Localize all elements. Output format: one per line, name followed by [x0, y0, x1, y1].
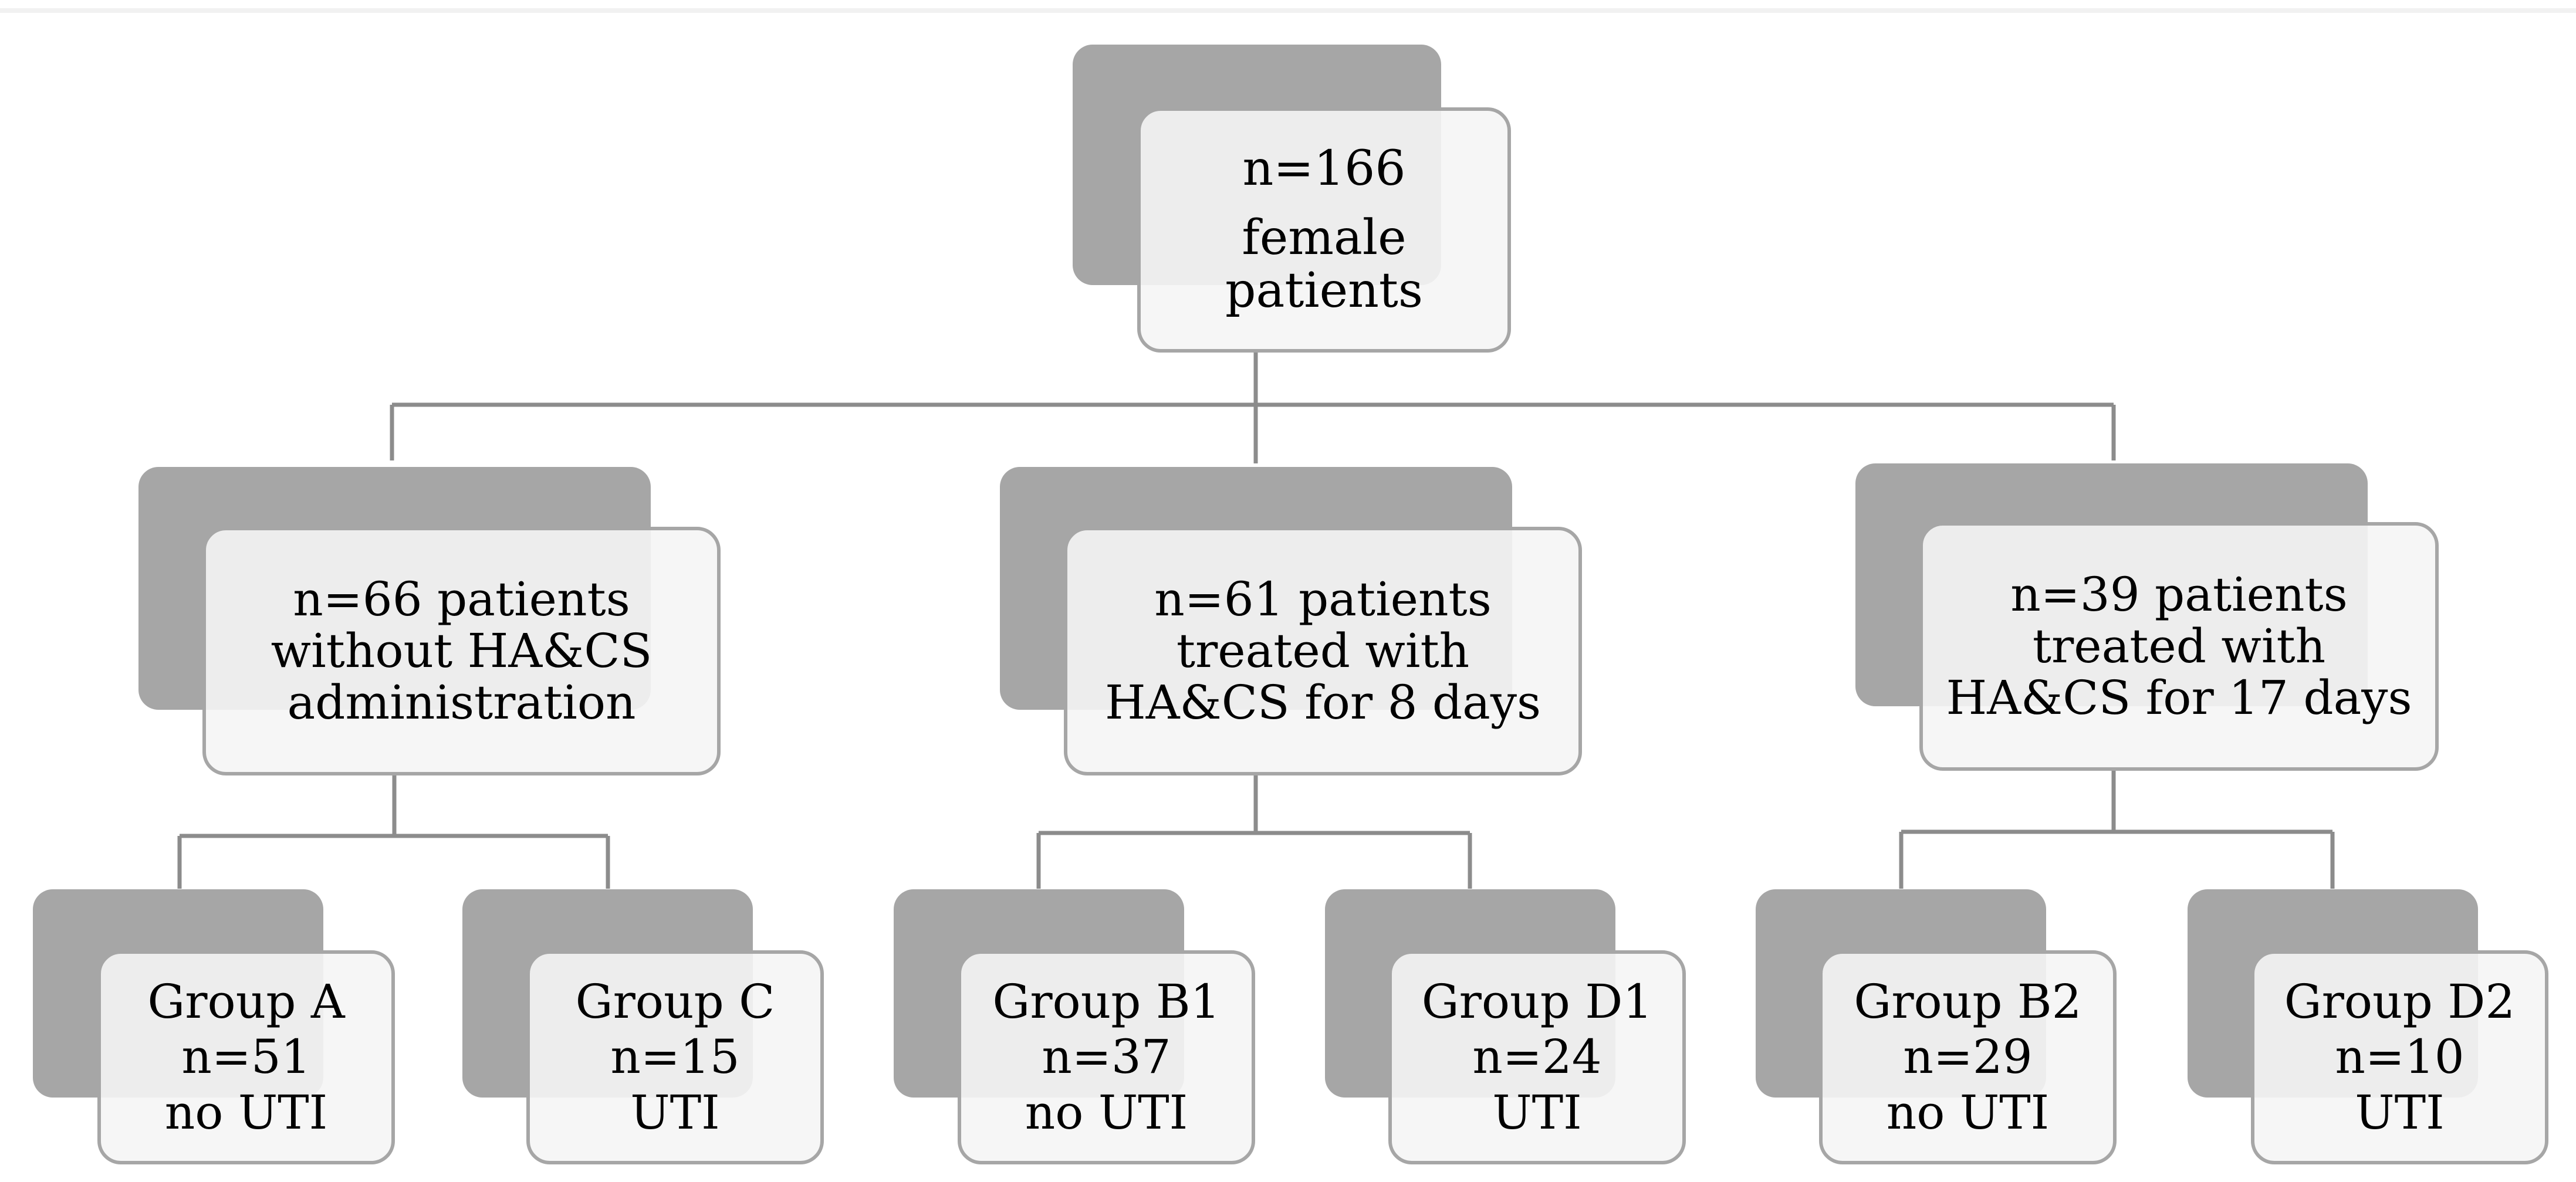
- level1-left-line-3: administration: [287, 675, 636, 730]
- group-d2-node: Group D2 n=10 UTI: [2251, 950, 2548, 1164]
- group-b2-name: Group B2: [1854, 974, 2082, 1029]
- level1-middle-line-1: n=61 patients: [1154, 572, 1492, 626]
- group-a-node: Group A n=51 no UTI: [97, 950, 395, 1164]
- group-d1-name: Group D1: [1421, 974, 1653, 1029]
- group-c-status: UTI: [630, 1085, 720, 1140]
- group-b2-node: Group B2 n=29 no UTI: [1819, 950, 2117, 1164]
- connector-middle-to-groups: [1036, 774, 1472, 889]
- group-b1-node: Group B1 n=37 no UTI: [958, 950, 1255, 1164]
- top-rule: [0, 8, 2576, 13]
- level1-node-without: n=66 patients without HA&CS administrati…: [202, 527, 721, 775]
- level1-left-line-1: n=66 patients: [293, 572, 630, 626]
- level1-node-17days: n=39 patients treated with HA&CS for 17 …: [1919, 522, 2439, 771]
- connector-left-to-groups: [177, 773, 610, 889]
- root-line-3: patients: [1225, 263, 1423, 319]
- group-b1-name: Group B1: [992, 974, 1221, 1029]
- level1-right-line-3: HA&CS for 17 days: [1946, 670, 2412, 725]
- group-b1-status: no UTI: [1025, 1085, 1188, 1140]
- connector-root-to-level1: [390, 349, 2116, 463]
- group-a-count: n=51: [181, 1029, 311, 1085]
- root-line-1: n=166: [1242, 140, 1406, 197]
- group-b1-count: n=37: [1042, 1029, 1171, 1085]
- group-b2-count: n=29: [1903, 1029, 2033, 1085]
- group-d2-status: UTI: [2355, 1085, 2445, 1140]
- group-d1-count: n=24: [1472, 1029, 1602, 1085]
- level1-middle-line-2: treated with: [1176, 624, 1470, 678]
- connector-right-to-groups: [1899, 768, 2335, 889]
- group-d1-node: Group D1 n=24 UTI: [1388, 950, 1686, 1164]
- group-c-node: Group C n=15 UTI: [526, 950, 824, 1164]
- level1-left-line-2: without HA&CS: [271, 624, 653, 678]
- group-b2-status: no UTI: [1886, 1085, 2050, 1140]
- level1-middle-line-3: HA&CS for 8 days: [1104, 675, 1541, 730]
- level1-right-line-1: n=39 patients: [2010, 567, 2348, 622]
- group-d2-count: n=10: [2335, 1029, 2465, 1085]
- level1-node-8days: n=61 patients treated with HA&CS for 8 d…: [1064, 527, 1582, 775]
- group-d1-status: UTI: [1492, 1085, 1582, 1140]
- group-c-name: Group C: [575, 974, 775, 1029]
- group-d2-name: Group D2: [2284, 974, 2516, 1029]
- level1-right-line-2: treated with: [2032, 619, 2326, 673]
- root-line-2: female: [1242, 209, 1407, 266]
- group-c-count: n=15: [610, 1029, 740, 1085]
- group-a-name: Group A: [147, 974, 345, 1029]
- root-node: n=166 female patients: [1137, 107, 1511, 353]
- group-a-status: no UTI: [164, 1085, 328, 1140]
